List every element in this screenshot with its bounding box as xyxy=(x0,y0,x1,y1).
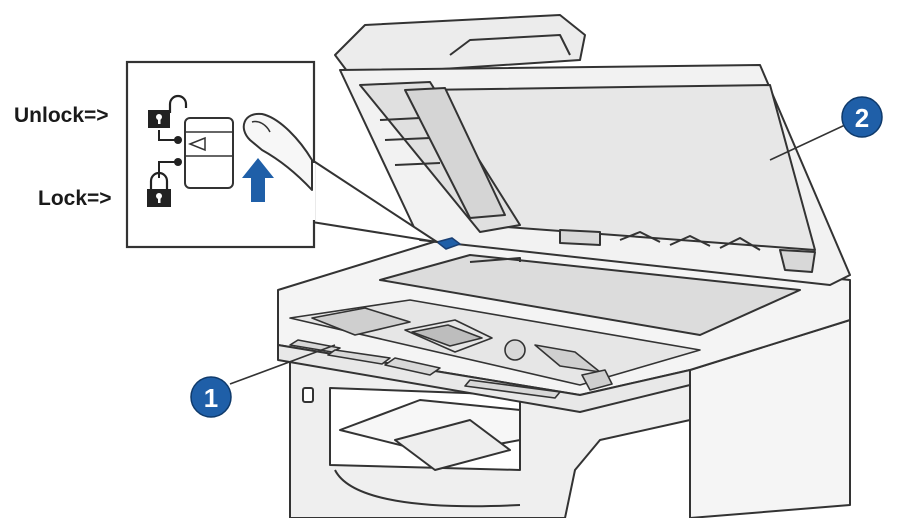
callout-1-number: 1 xyxy=(204,383,218,413)
unlock-label: Unlock=> xyxy=(14,104,109,127)
document-cover xyxy=(334,14,851,286)
control-panel xyxy=(289,299,701,399)
scanner-lock-lever-icon xyxy=(184,117,234,189)
lock-label: Lock=> xyxy=(38,187,112,210)
scanner-base xyxy=(277,239,851,413)
scanner-lock-lever-icon[interactable] xyxy=(435,237,462,250)
callout-2: 2 xyxy=(769,96,883,161)
finger-icon xyxy=(242,112,313,191)
callout-2-number: 2 xyxy=(855,103,869,133)
unlocked-padlock-icon xyxy=(148,94,188,128)
callout-1: 1 xyxy=(190,344,336,418)
lock-detail-inset xyxy=(125,60,438,249)
up-arrow-icon xyxy=(242,158,274,202)
